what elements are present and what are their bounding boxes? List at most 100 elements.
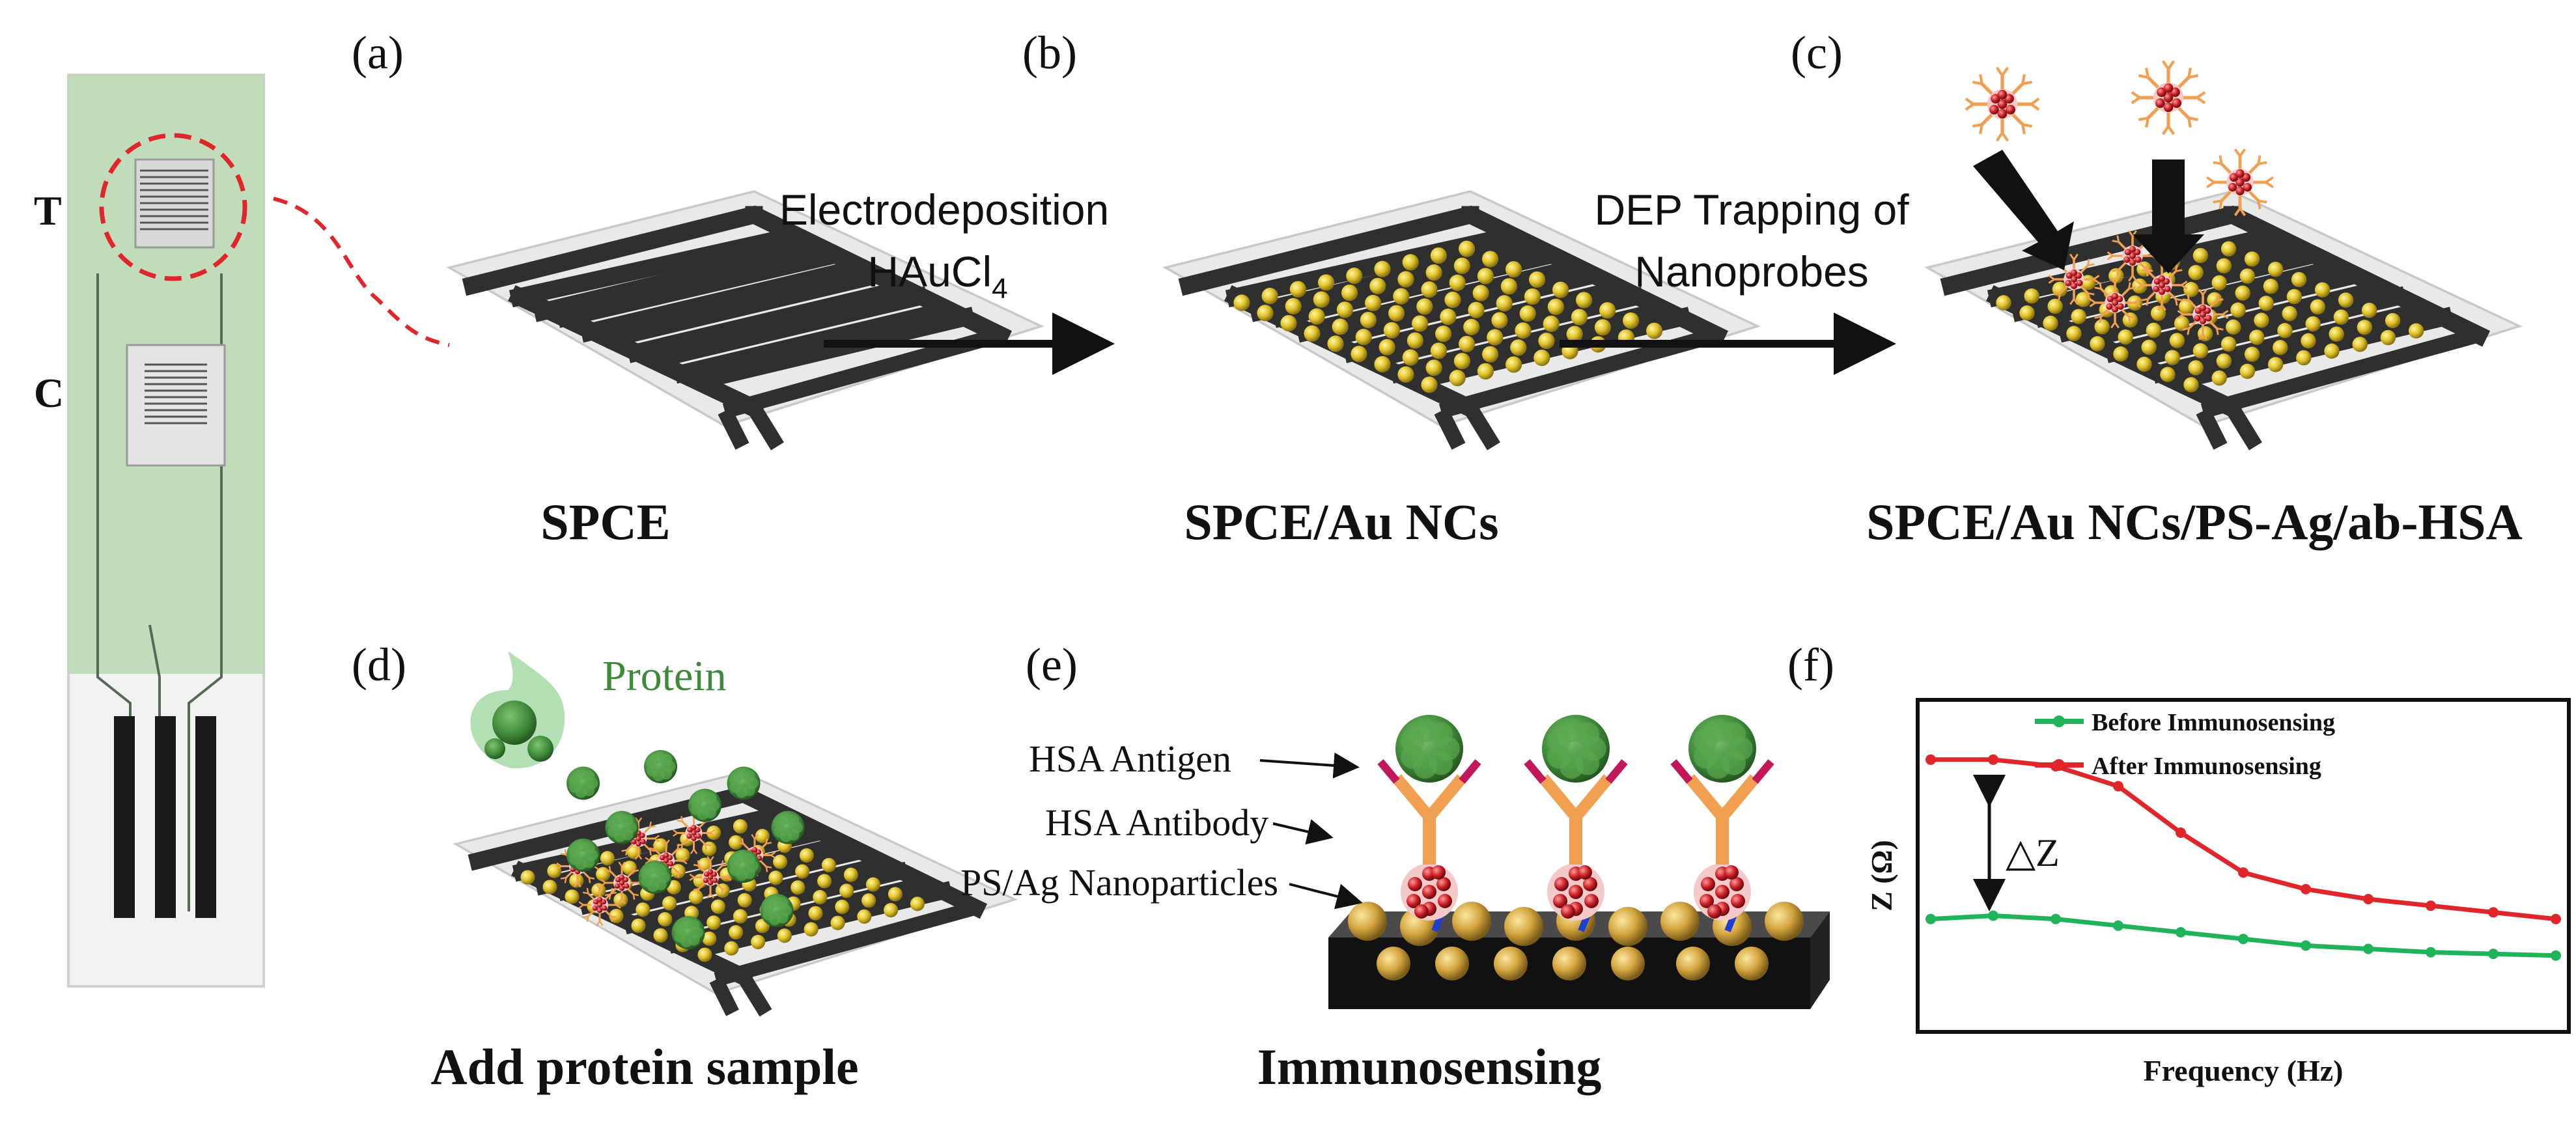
- au-particle: [547, 863, 562, 878]
- strip-t-fingers: [140, 169, 208, 230]
- au-particle: [1440, 309, 1457, 326]
- au-particle: [1327, 335, 1344, 352]
- au-particle: [1393, 288, 1410, 305]
- au-particle: [2239, 363, 2256, 379]
- surface-au-particle: [1504, 907, 1543, 946]
- au-particle: [2024, 288, 2039, 304]
- au-particle: [2136, 356, 2152, 372]
- au-particle: [755, 829, 770, 844]
- arrow-bc-line1: DEP Trapping of: [1594, 186, 1909, 234]
- au-particle: [2357, 320, 2373, 335]
- au-particle: [2273, 340, 2288, 355]
- au-particle: [1482, 346, 1499, 363]
- au-particle: [2249, 329, 2265, 345]
- au-particle: [1646, 322, 1663, 339]
- data-point: [2113, 781, 2123, 792]
- au-particle: [843, 867, 858, 882]
- au-particle: [2244, 251, 2260, 267]
- panel-c-tag: (c): [1791, 27, 1843, 79]
- au-particle: [2183, 377, 2199, 393]
- au-particle: [1257, 305, 1274, 322]
- au-particle: [707, 826, 721, 840]
- au-particle: [2183, 282, 2199, 298]
- au-particle: [1336, 301, 1353, 318]
- au-particle: [2314, 282, 2331, 298]
- au-particle: [1500, 278, 1517, 295]
- protein-blob: [771, 811, 805, 844]
- data-point: [2551, 950, 2561, 961]
- au-particle: [729, 925, 744, 940]
- au-particle: [1285, 298, 1302, 314]
- nanoprobe: [689, 855, 732, 899]
- floating-nanoprobes: [1965, 60, 2274, 216]
- chart-legend: Before Immunosensing After Immunosensing: [2035, 709, 2335, 780]
- protein-blob: [727, 766, 761, 800]
- au-particle: [2141, 339, 2157, 355]
- au-particle: [1505, 356, 1522, 373]
- panel-e-caption: Immunosensing: [1257, 1038, 1602, 1095]
- panel-b-tag: (b): [1022, 27, 1077, 79]
- panel-a-caption: SPCE: [540, 493, 670, 550]
- protein-label: Protein: [602, 652, 727, 700]
- au-particle: [1576, 292, 1593, 309]
- data-point: [2301, 940, 2311, 951]
- au-particle: [861, 893, 876, 908]
- au-particle: [2220, 336, 2237, 352]
- au-particle: [1346, 268, 1363, 285]
- nanoprobe: [2206, 148, 2274, 216]
- protein-blob: [671, 916, 705, 949]
- protein-blob: [1688, 715, 1756, 783]
- au-particle: [658, 912, 673, 927]
- panel-d-caption: Add protein sample: [430, 1038, 858, 1095]
- au-particle: [1412, 315, 1429, 332]
- legend-label-before: Before Immunosensing: [2092, 709, 2335, 736]
- au-particle: [2169, 333, 2185, 348]
- data-point: [2488, 907, 2499, 918]
- data-point: [2426, 947, 2436, 958]
- protein-blob: [644, 750, 677, 783]
- au-particle: [1519, 305, 1536, 322]
- au-particle: [2174, 316, 2190, 331]
- nanoprobe: [2107, 230, 2159, 282]
- bound-proteins: [567, 750, 805, 949]
- au-particle: [1397, 366, 1414, 383]
- panel-e-tag: (e): [1026, 639, 1078, 691]
- au-particle: [1459, 240, 1476, 257]
- data-point: [2176, 927, 2186, 938]
- au-particle: [1402, 254, 1419, 271]
- au-particle: [2179, 299, 2194, 314]
- au-particle: [1318, 274, 1335, 291]
- au-particle: [671, 864, 686, 879]
- protein-blob: [1542, 715, 1610, 783]
- au-particle: [777, 928, 792, 943]
- au-particle: [2310, 299, 2326, 314]
- au-particle: [2267, 357, 2284, 372]
- au-particle: [591, 883, 606, 898]
- au-particle: [565, 889, 580, 904]
- panel-b-caption: SPCE/Au NCs: [1184, 493, 1498, 550]
- electrode-au: [1166, 191, 1757, 447]
- au-particle: [813, 890, 828, 905]
- nanoprobe: [2089, 277, 2141, 329]
- au-particle: [2164, 350, 2180, 365]
- label-hsa-antigen: HSA Antigen: [1029, 738, 1231, 780]
- au-particle: [2043, 315, 2058, 331]
- trapped-nanoprobes: [2048, 230, 2229, 340]
- au-particle: [2113, 346, 2129, 362]
- au-particle: [1351, 346, 1367, 363]
- au-particle: [1383, 322, 1400, 339]
- au-particle: [1435, 326, 1452, 342]
- au-particle: [808, 906, 823, 921]
- data-point: [2301, 883, 2311, 895]
- au-particle: [795, 864, 810, 879]
- surface-au-particle: [1435, 947, 1469, 980]
- au-nanoclusters-d: [520, 819, 925, 962]
- au-particle: [1430, 342, 1447, 359]
- surface-au-particle: [1552, 947, 1586, 980]
- au-particle: [1397, 271, 1414, 288]
- au-particle: [707, 915, 721, 930]
- au-particle: [2188, 264, 2204, 281]
- au-particle: [1360, 311, 1377, 329]
- strip-contact-3: [195, 716, 216, 918]
- au-particle: [2226, 319, 2241, 335]
